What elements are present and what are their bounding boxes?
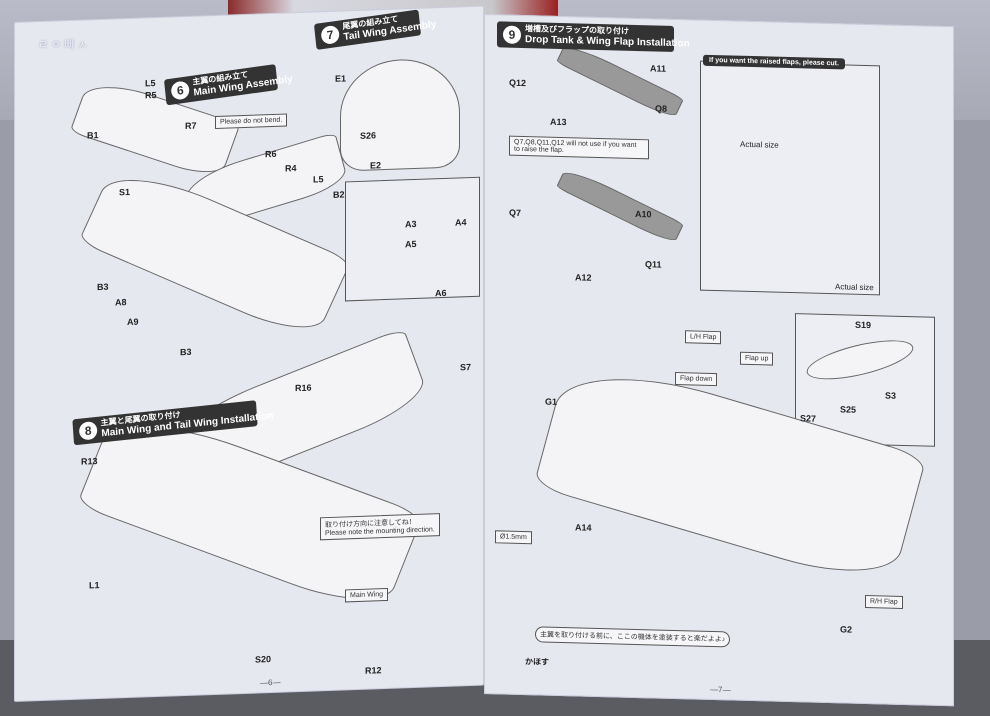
part-label: A4 [455, 217, 467, 228]
bend-note: Please do not bend. [215, 113, 288, 129]
part-label: R12 [365, 665, 382, 676]
part-label: B2 [333, 189, 345, 200]
part-label: A9 [127, 316, 139, 328]
part-label: Q8 [655, 103, 668, 114]
flap-cut-box [700, 60, 880, 296]
character-speech: 主翼を取り付ける前に、ここの機体を塗装すると楽だよよ♪ [535, 626, 731, 648]
part-label: R16 [295, 382, 312, 394]
main-wing-label: Main Wing [345, 587, 389, 603]
part-label: S20 [255, 654, 272, 665]
part-label: A12 [575, 272, 592, 283]
lh-flap-label: L/H Flap [685, 330, 722, 345]
part-label: R5 [145, 90, 157, 101]
part-label: S19 [855, 319, 872, 331]
page-number: —6— [260, 677, 281, 688]
part-label: B3 [180, 346, 192, 358]
part-label: A8 [115, 297, 127, 308]
part-label: Q11 [645, 259, 662, 270]
character-name: かほす [525, 657, 549, 667]
part-label: S7 [460, 362, 472, 373]
part-label: A11 [650, 63, 667, 74]
part-label: B3 [97, 281, 109, 293]
part-label: R7 [185, 120, 197, 132]
part-label: A3 [405, 218, 417, 230]
watermark: ㄹㅇ뻐ㅅ [38, 39, 91, 51]
part-label: A13 [550, 116, 567, 128]
part-label: A5 [405, 238, 417, 250]
rh-flap-label: R/H Flap [865, 594, 903, 609]
part-label: R4 [285, 163, 297, 174]
flap-up-label: Flap up [740, 351, 774, 366]
flap-down-label: Flap down [675, 372, 718, 387]
actual-size-label: Actual size [835, 282, 874, 293]
part-label: S27 [800, 413, 817, 424]
part-label: B1 [87, 130, 99, 141]
part-label: A10 [635, 208, 652, 220]
flap-warning: Q7,Q8,Q11,Q12 will not use if you want t… [509, 135, 649, 160]
tail-part [340, 57, 460, 172]
part-label: E1 [335, 73, 347, 84]
part-label: G1 [545, 396, 558, 407]
part-label: A6 [435, 287, 447, 299]
part-label: G2 [840, 624, 853, 635]
part-label: S3 [885, 390, 897, 401]
part-label: E2 [370, 160, 382, 171]
part-label: R13 [81, 456, 98, 467]
part-label: R6 [265, 148, 277, 160]
part-label: S26 [360, 130, 377, 141]
part-label: Q12 [509, 77, 527, 89]
drill-note: Ø1.5mm [495, 530, 532, 545]
actual-size-label: Actual size [740, 139, 779, 150]
part-label: A14 [575, 522, 592, 533]
part-label: L5 [145, 78, 156, 89]
flap-part [556, 165, 684, 246]
part-label: S1 [119, 186, 131, 198]
part-label: L5 [313, 174, 324, 185]
part-label: L1 [89, 580, 100, 591]
part-label: Q7 [509, 207, 522, 218]
page-number: —7— [710, 684, 731, 695]
mount-note: 取り付け方向に注意してね！Please note the mounting di… [320, 513, 440, 541]
part-label: S25 [840, 404, 857, 415]
